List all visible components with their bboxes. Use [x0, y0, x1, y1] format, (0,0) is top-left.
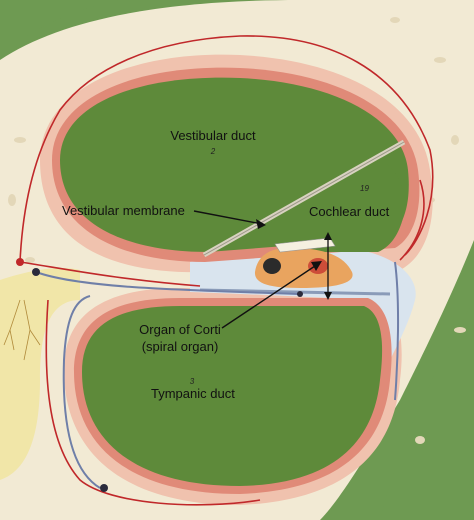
blood-vessels [19, 35, 434, 506]
tympanic-duct-lumen [82, 306, 383, 486]
outer-green-top-left [0, 0, 120, 55]
nerve-fibers [35, 261, 400, 489]
cochlear-duct-label: Cochlear duct [309, 204, 390, 219]
nerve-node-3 [297, 291, 303, 297]
inner-sulcus [263, 258, 281, 274]
vestibular-duct-label: Vestibular duct [170, 128, 256, 143]
vestibular-membrane-pointer [193, 210, 263, 225]
cochlear-duct-number: 19 [360, 184, 369, 193]
vestibular-membrane-label: Vestibular membrane [62, 203, 185, 218]
organ-of-corti-label-line1: Organ of Corti [139, 322, 221, 337]
organ-of-corti-label-line2: (spiral organ) [141, 339, 219, 354]
organ-of-corti-arrowhead [311, 261, 322, 271]
ganglion-branches [3, 299, 41, 361]
reissners-membrane-edge [203, 141, 405, 256]
cochlear-duct-arrow-bottom [324, 292, 332, 300]
vessel-node [16, 258, 24, 266]
tectorial-membrane [274, 237, 336, 253]
cochlear-duct-arrow-top [324, 232, 332, 240]
tympanic-duct-label: Tympanic duct [151, 386, 235, 401]
cochlear-duct-lumen [236, 160, 406, 252]
tympanic-duct-number: 3 [189, 377, 195, 386]
basilar-membrane [199, 288, 391, 296]
spiral-ganglion-region [0, 268, 80, 480]
nerve-node-2 [100, 484, 108, 492]
vestibular-duct-number: 2 [210, 147, 216, 156]
nerve-node-1 [32, 268, 40, 276]
vestibular-membrane-arrowhead [256, 219, 266, 229]
outer-green-region [380, 300, 474, 520]
spiral-ligament [190, 245, 416, 360]
organ-of-corti-pointer [221, 263, 319, 329]
